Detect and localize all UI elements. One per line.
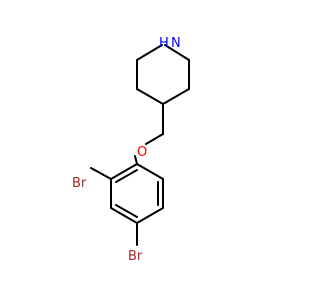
bond-c6-c1-aromatic — [136, 163, 164, 180]
bond-c4-c5-aromatic — [136, 207, 164, 224]
bond-n-c2 — [136, 44, 163, 61]
bond-ch2-o — [145, 133, 164, 145]
bromine-label-2: Br — [128, 249, 143, 264]
benzene-ring — [110, 163, 164, 224]
nitrogen-hydrogen-label: H — [159, 36, 169, 51]
bond-c4-c5 — [162, 88, 190, 105]
bond-c1-c2-aromatic — [110, 163, 138, 180]
oxygen-label: O — [137, 145, 147, 160]
piperidine-ring — [136, 44, 190, 105]
molecule-structure: H N O Br Br — [72, 36, 190, 264]
nitrogen-label: N — [171, 36, 181, 51]
double-bond-inner-2 — [115, 204, 138, 218]
bond-c6-n — [164, 44, 190, 61]
bond-c3-c4-aromatic — [110, 207, 138, 224]
bromine-label-1: Br — [72, 176, 87, 191]
bond-c2-br — [90, 167, 112, 180]
double-bond-inner-1 — [115, 169, 138, 183]
bond-c3-c4 — [136, 88, 164, 105]
bond-o-c1 — [134, 155, 138, 165]
